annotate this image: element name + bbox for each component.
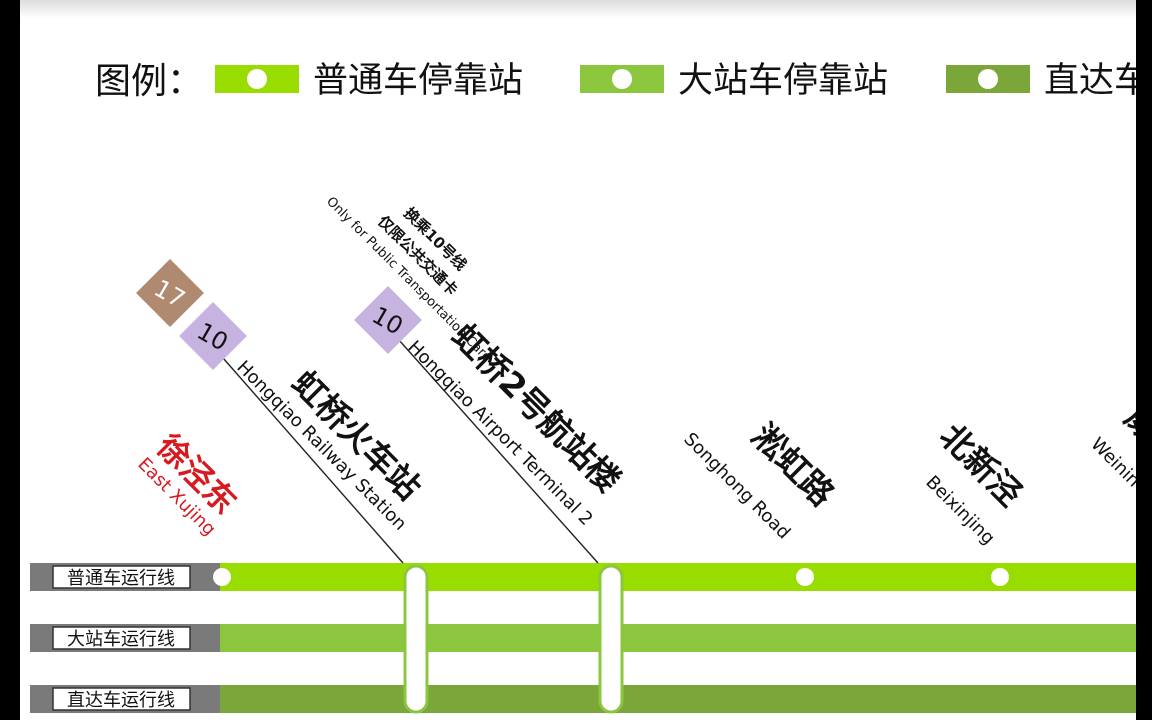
transfer-badge-line-10-t2[interactable]: 10 <box>354 286 422 354</box>
legend-item-express: 大站车停靠站 <box>580 61 888 101</box>
legend-stop-dot <box>612 69 632 89</box>
track-label-direct: 直达车运行线 <box>30 685 220 713</box>
track-label-local: 普通车运行线 <box>30 563 220 591</box>
tracks: 普通车运行线 大站车运行线 直达车运行线 <box>30 563 1136 713</box>
legend-item-direct: 直达车 <box>946 61 1136 101</box>
legend-label-direct: 直达车 <box>1044 61 1136 101</box>
legend: 图例： 普通车停靠站 大站车停靠站 直达车 <box>95 61 1136 102</box>
line-diagram-panel: 图例： 普通车停靠站 大站车停靠站 直达车 <box>20 0 1136 720</box>
transfer-badge-line-10[interactable]: 10 <box>179 302 247 370</box>
legend-label-local: 普通车停靠站 <box>313 61 523 101</box>
transfer-badges: 17 10 10 <box>136 259 422 370</box>
track-direct <box>220 685 1136 713</box>
track-express <box>220 624 1136 652</box>
track-label-express-text: 大站车运行线 <box>67 629 175 650</box>
legend-item-local: 普通车停靠站 <box>215 61 523 101</box>
station-capsule-hongqiao-railway[interactable] <box>403 564 429 714</box>
track-label-direct-text: 直达车运行线 <box>67 690 175 711</box>
station-labels: 徐泾东 East Xujing 虹桥火车站 Hongqiao Railway S… <box>133 194 1136 549</box>
track-label-express: 大站车运行线 <box>30 624 220 652</box>
track-label-local-text: 普通车运行线 <box>67 568 175 589</box>
stop-markers <box>213 564 1009 714</box>
legend-stop-dot <box>978 69 998 89</box>
legend-label-express: 大站车停靠站 <box>678 61 888 101</box>
station-name-weining-road: 威 <box>1117 398 1136 449</box>
station-capsule-hongqiao-t2[interactable] <box>598 564 624 714</box>
top-shadow <box>20 0 1136 18</box>
track-local <box>220 563 1136 591</box>
legend-stop-dot <box>247 69 267 89</box>
transfer-badge-line-17[interactable]: 17 <box>136 259 204 327</box>
legend-title: 图例： <box>95 61 203 102</box>
station-dot-songhong-road[interactable] <box>796 568 814 586</box>
route-diagram: 图例： 普通车停靠站 大站车停靠站 直达车 <box>30 61 1136 714</box>
leader-lines <box>215 329 599 564</box>
station-dot-east-xujing[interactable] <box>213 568 231 586</box>
station-en-weining-road: Weinin <box>1086 434 1136 492</box>
station-dot-beixinjing[interactable] <box>991 568 1009 586</box>
